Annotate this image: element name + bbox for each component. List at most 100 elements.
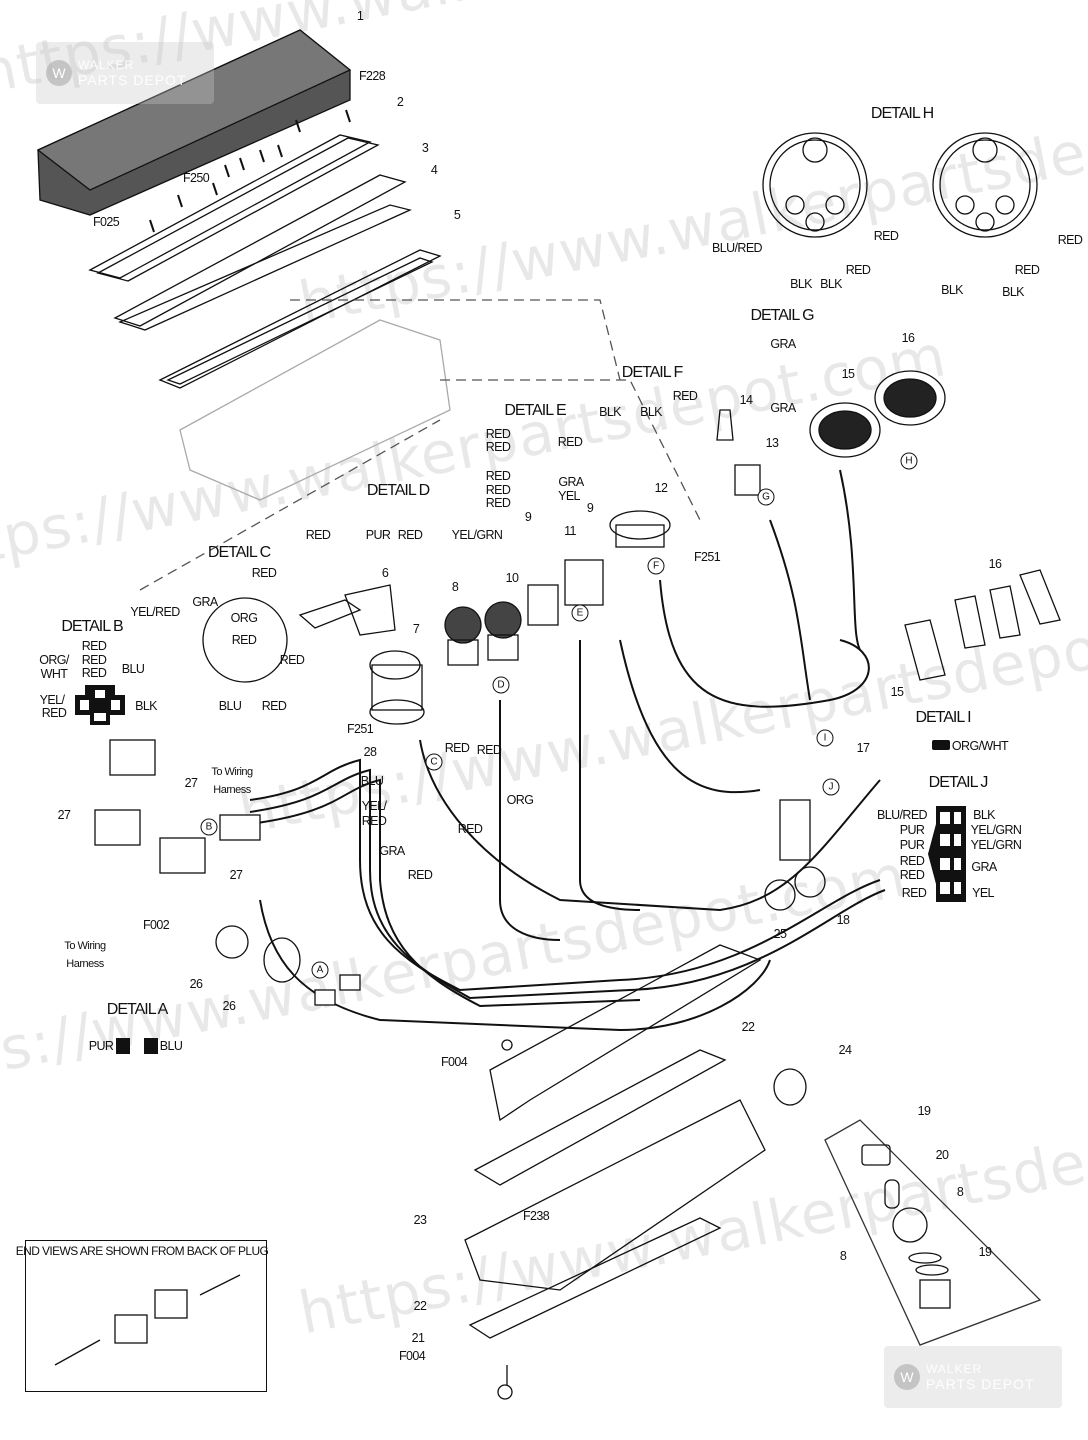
- wire-label: RED: [261, 698, 287, 713]
- callout: 25: [773, 926, 787, 941]
- connector-marker-f: F: [647, 557, 665, 575]
- wire-label: RED: [361, 813, 387, 828]
- socket-26: [263, 937, 301, 983]
- walker-logo-icon: W: [46, 60, 72, 86]
- wire-label: GRA: [379, 843, 405, 858]
- detail-c-ring: [202, 597, 288, 683]
- callout: 7: [412, 621, 420, 636]
- wire-label: PUR: [88, 1038, 114, 1053]
- wire-label: BLU/RED: [712, 240, 763, 255]
- wire-label: RED: [873, 228, 899, 243]
- note-line: Harness: [66, 958, 104, 970]
- wire-label: RED: [485, 426, 511, 441]
- callout: 22: [413, 1298, 427, 1313]
- ring-24: [773, 1068, 807, 1106]
- callout: 9: [524, 509, 532, 524]
- connector-marker-i: I: [816, 729, 834, 747]
- callout: 13: [765, 435, 779, 450]
- wire-label: RED: [899, 867, 925, 882]
- callout: 27: [184, 775, 198, 790]
- callout: 2: [396, 94, 404, 109]
- wire-label: GRA: [770, 400, 796, 415]
- gasket-22: [473, 1049, 727, 1186]
- wire-label: BLU: [121, 661, 145, 676]
- detail-d-title: DETAIL D: [366, 482, 430, 499]
- detail-h-gauge-left: [762, 132, 868, 238]
- end-views-box: [25, 1240, 267, 1392]
- wire-label: BLU: [218, 698, 242, 713]
- callout: 3: [421, 140, 429, 155]
- wire-label: RED: [444, 740, 470, 755]
- wire-label: RED: [845, 262, 871, 277]
- callout: 19: [978, 1244, 992, 1259]
- wire-label: RED: [81, 638, 107, 653]
- callout: F004: [398, 1348, 426, 1363]
- wire-label: WHT: [40, 666, 68, 681]
- plug-end-view: [114, 1314, 148, 1344]
- wire-label: RED: [485, 439, 511, 454]
- clamp-18: [794, 866, 826, 898]
- callout: 16: [988, 556, 1002, 571]
- wire-label: RED: [81, 652, 107, 667]
- wire-label: BLK: [599, 404, 621, 419]
- logo-text: PARTS DEPOT: [78, 72, 187, 88]
- callout: 27: [57, 807, 71, 822]
- logo-text: PARTS DEPOT: [926, 1376, 1035, 1392]
- gauge-15: [809, 402, 881, 458]
- wire-label: RED: [901, 885, 927, 900]
- wire-label: PUR: [899, 837, 925, 852]
- connector-marker-h: H: [900, 452, 918, 470]
- housing-23: [464, 1099, 766, 1291]
- callout: 1: [356, 8, 364, 23]
- callout: 8: [956, 1184, 964, 1199]
- callout: 5: [453, 207, 461, 222]
- callout: 11: [564, 523, 576, 538]
- wire-label: BLU/RED: [877, 807, 928, 822]
- clamp-18: [764, 879, 796, 911]
- callout: 24: [838, 1042, 852, 1057]
- detail-f-title: DETAIL F: [621, 364, 683, 381]
- note-line: Harness: [213, 784, 251, 796]
- wire-label: BLK: [640, 404, 662, 419]
- connector-marker-j: J: [822, 778, 840, 796]
- wire-label: ORG: [230, 610, 258, 625]
- wire-label: BLK: [1002, 284, 1024, 299]
- detail-g-title: DETAIL G: [750, 307, 814, 324]
- wire-label: YEL/GRN: [451, 527, 503, 542]
- wire-label: RED: [1014, 262, 1040, 277]
- wire-label: RED: [231, 632, 257, 647]
- detail-j-title: DETAIL J: [928, 774, 989, 791]
- wire-label: BLU: [360, 773, 384, 788]
- connector-marker-a: A: [311, 961, 329, 979]
- wire-label: RED: [476, 742, 502, 757]
- wire-label: RED: [457, 821, 483, 836]
- screws: [149, 109, 351, 233]
- callout: 23: [413, 1212, 427, 1227]
- relay-27: [109, 739, 156, 776]
- callout: 15: [841, 366, 855, 381]
- wire-label: RED: [1057, 232, 1083, 247]
- callout: 28: [363, 744, 377, 759]
- connector-marker-c: C: [425, 753, 443, 771]
- callout: F251: [346, 721, 374, 736]
- callout: 17: [856, 740, 870, 755]
- callout: 20: [935, 1147, 949, 1162]
- wire-label: RED: [485, 468, 511, 483]
- detail-a-connector-icon: [144, 1038, 158, 1054]
- wire-label: RED: [279, 652, 305, 667]
- callout: F251: [693, 549, 721, 564]
- cover-25: [489, 944, 762, 1122]
- callout: 19: [917, 1103, 931, 1118]
- relay-27: [159, 837, 206, 874]
- wire-label: ORG: [506, 792, 534, 807]
- detail-c-title: DETAIL C: [207, 544, 271, 561]
- wire-label: BLK: [820, 276, 842, 291]
- callout: 10: [505, 570, 519, 585]
- switch-10-11: [527, 559, 604, 626]
- detail-a-title: DETAIL A: [106, 1001, 168, 1018]
- wire-label: YEL/: [39, 692, 65, 707]
- wire-label: BLU: [159, 1038, 183, 1053]
- end-views-note: END VIEWS ARE SHOWN FROM BACK OF PLUG: [15, 1244, 269, 1258]
